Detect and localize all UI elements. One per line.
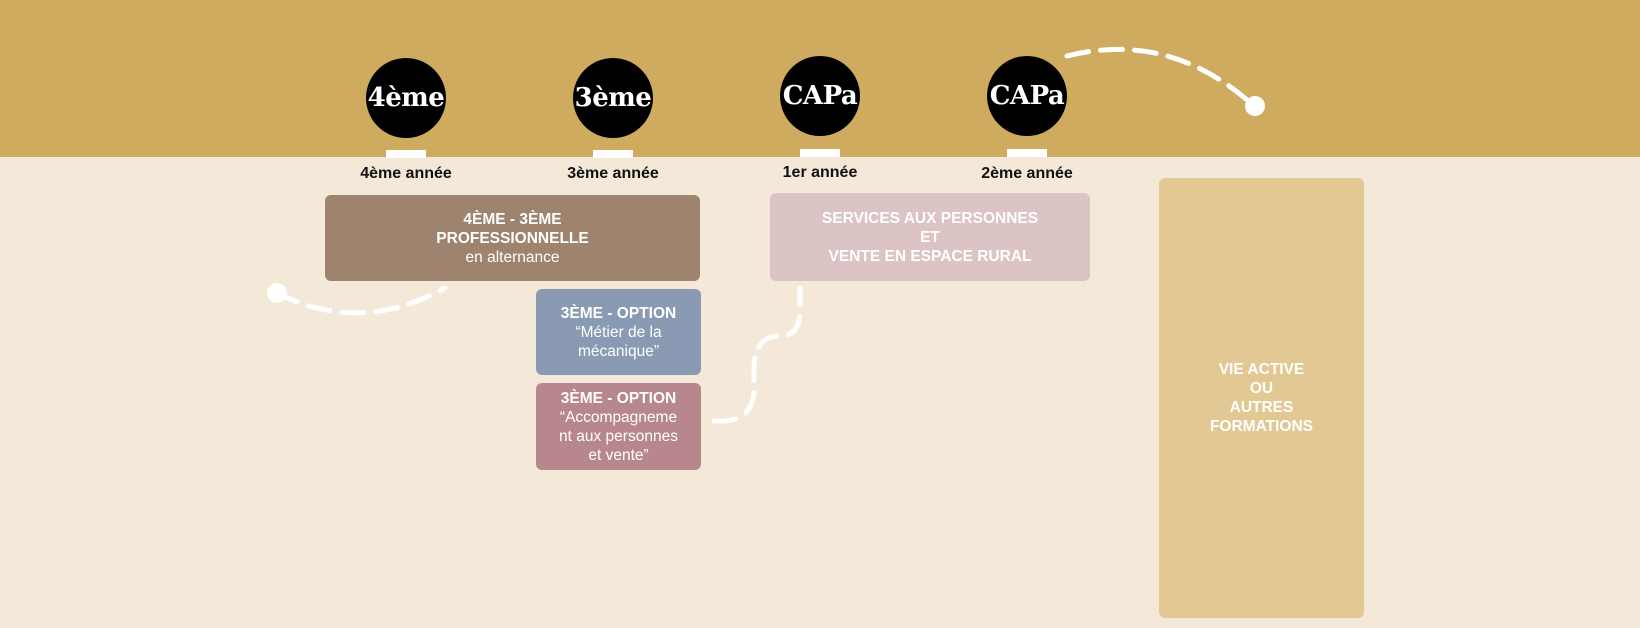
box-mecanique-sub1: “Métier de la [575,323,662,341]
year-label-4eme: 4ème année [360,165,452,182]
stage-connector [800,149,840,157]
box-vie-line3: AUTRES [1229,399,1294,416]
box-services-line1: SERVICES AUX PERSONNES [821,209,1039,227]
stage-connector [1007,149,1047,157]
box-accompagnement-title: 3ÈME - OPTION [560,389,677,407]
box-accompagnement-sub3: et vente” [588,446,649,464]
year-label-2eme: 2ème année [981,165,1073,182]
box-services-line3: VENTE EN ESPACE RURAL [828,247,1032,265]
box-pro-sub: en alternance [465,248,560,266]
box-4eme-3eme-pro: 4ÈME - 3ÈME PROFESSIONNELLE en alternanc… [325,195,700,281]
stage-badge-capa-2: CAPa [987,56,1067,136]
stage-connector [593,150,633,158]
box-vie-line1: VIE ACTIVE [1218,361,1305,378]
box-pro-title2: PROFESSIONNELLE [436,229,589,247]
box-accompagnement-sub2: nt aux personnes [559,427,678,445]
dashed-path-to-capa [711,285,803,424]
box-vie-active: VIE ACTIVE OU AUTRES FORMATIONS [1159,178,1364,618]
box-mecanique-sub2: mécanique” [578,342,659,360]
box-accompagnement-sub1: “Accompagneme [559,408,678,426]
dashed-path-intro [274,285,448,316]
box-services-line2: ET [920,228,940,246]
box-vie-line2: OU [1249,380,1274,397]
box-3eme-mecanique: 3ÈME - OPTION “Métier de la mécanique” [536,289,701,375]
path-start-dot [267,283,287,303]
box-services-personnes: SERVICES AUX PERSONNES ET VENTE EN ESPAC… [770,193,1090,281]
year-label-1er: 1er année [782,164,858,181]
box-vie-line4: FORMATIONS [1209,418,1314,435]
stage-badge-capa-1: CAPa [780,56,860,136]
box-pro-title1: 4ÈME - 3ÈME [463,210,562,228]
stage-connector [386,150,426,158]
box-mecanique-title: 3ÈME - OPTION [560,304,677,322]
box-3eme-accompagnement: 3ÈME - OPTION “Accompagneme nt aux perso… [536,383,701,470]
stage-badge-3eme: 3ème [573,58,653,138]
stage-badge-4eme: 4ème [366,58,446,138]
year-label-3eme: 3ème année [567,165,659,182]
